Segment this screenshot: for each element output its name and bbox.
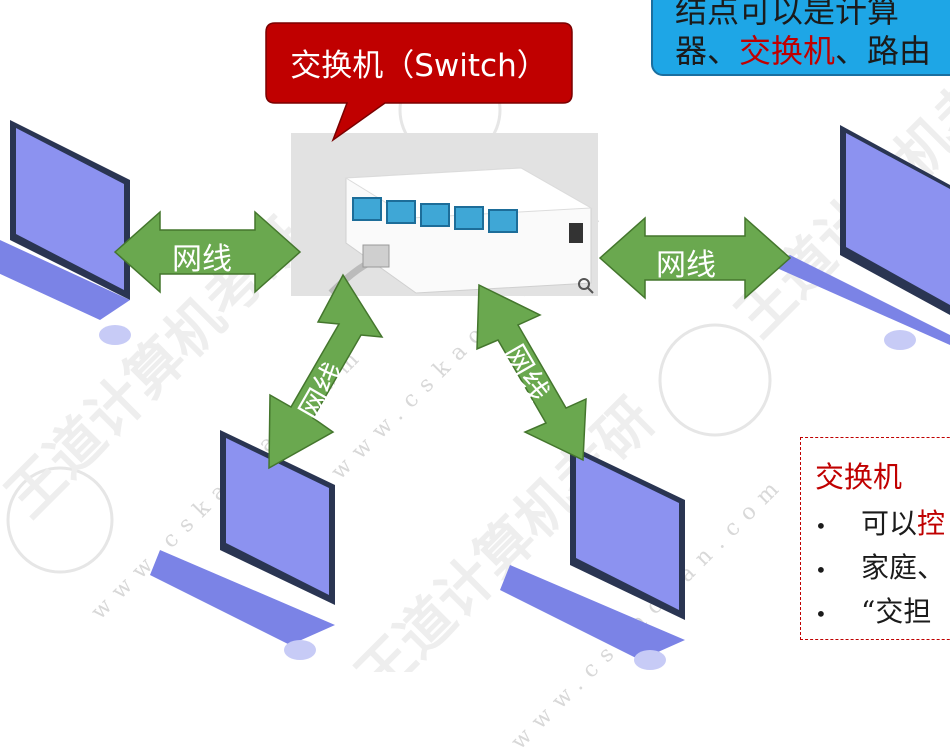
mouse-icon: [884, 330, 916, 350]
cable-label: 网线: [656, 248, 716, 283]
laptop-icon: [150, 430, 335, 660]
laptop-icon: [770, 125, 950, 350]
zoom-icon[interactable]: [578, 278, 594, 294]
note-item: •可以控: [815, 507, 946, 540]
cable-arrow: [268, 273, 384, 470]
info-line-2: 器、交换机、路由: [675, 32, 932, 70]
mouse-icon: [634, 650, 666, 670]
switch-callout-label: 交换机（Switch）: [290, 48, 548, 84]
cable-arrow: [476, 283, 587, 462]
note-box: 交换机 •可以控 •家庭、 •“交担: [800, 437, 950, 640]
switch-ports-icon: [328, 167, 593, 296]
note-title: 交换机: [815, 460, 903, 494]
info-box: 结点可以是计算 器、交换机、路由: [651, 0, 950, 76]
laptop-icon: [500, 445, 685, 670]
info-line-1: 结点可以是计算: [675, 0, 900, 30]
laptop-icon: [0, 120, 131, 345]
cable-arrows: [113, 210, 792, 470]
note-item: •家庭、: [815, 551, 946, 584]
mouse-icon: [284, 640, 316, 660]
switch-callout: 交换机（Switch）: [265, 22, 573, 143]
cable-label: 网线: [172, 242, 232, 277]
cable-arrow: [113, 210, 302, 294]
note-item: •“交担: [815, 595, 932, 628]
switch-photo: [291, 133, 598, 296]
cable-arrow: [598, 216, 792, 300]
mouse-icon: [99, 325, 131, 345]
